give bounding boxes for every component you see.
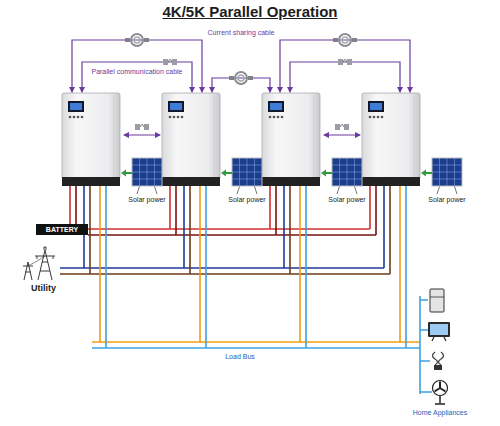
utility-label: Utility [30,283,57,293]
battery-box: BATTERY [36,224,88,235]
battery-label: BATTERY [42,225,82,234]
appliance-label: Home Appliances [412,409,468,417]
solar-label: Solar power [127,196,166,204]
solar-label: Solar power [227,196,266,204]
cable-coil [229,72,253,84]
cable-plug [163,59,177,65]
cable-label: Current sharing cable [207,29,276,37]
inverter [62,93,120,348]
solar-arrow [221,170,232,177]
home-appliances [428,289,450,404]
utility-tower [23,247,55,280]
solar-panel [332,158,362,194]
solar-arrow [421,170,432,177]
solar-panel [432,158,462,194]
bus-label: Load Bus [224,353,256,361]
utility-bus [60,268,390,274]
cable-label: Parallel communication cable [90,68,183,76]
diagram-title: 4K/5K Parallel Operation [162,3,337,20]
cable-plug [338,59,352,65]
solar-panel [132,158,162,194]
solar-panel [232,158,262,194]
inverter [362,93,420,348]
inverter [162,93,220,348]
solar-arrow [121,170,132,177]
inverter [262,93,320,348]
load-bus [92,296,432,394]
solar-arrow [321,170,332,177]
cable-plug [335,124,349,130]
parallel-cables [72,40,410,135]
solar-label: Solar power [427,196,466,204]
cable-coil [333,34,357,46]
cable-plug [135,124,149,130]
cable-coil [125,34,149,46]
solar-label: Solar power [327,196,366,204]
battery-bus [88,229,376,235]
